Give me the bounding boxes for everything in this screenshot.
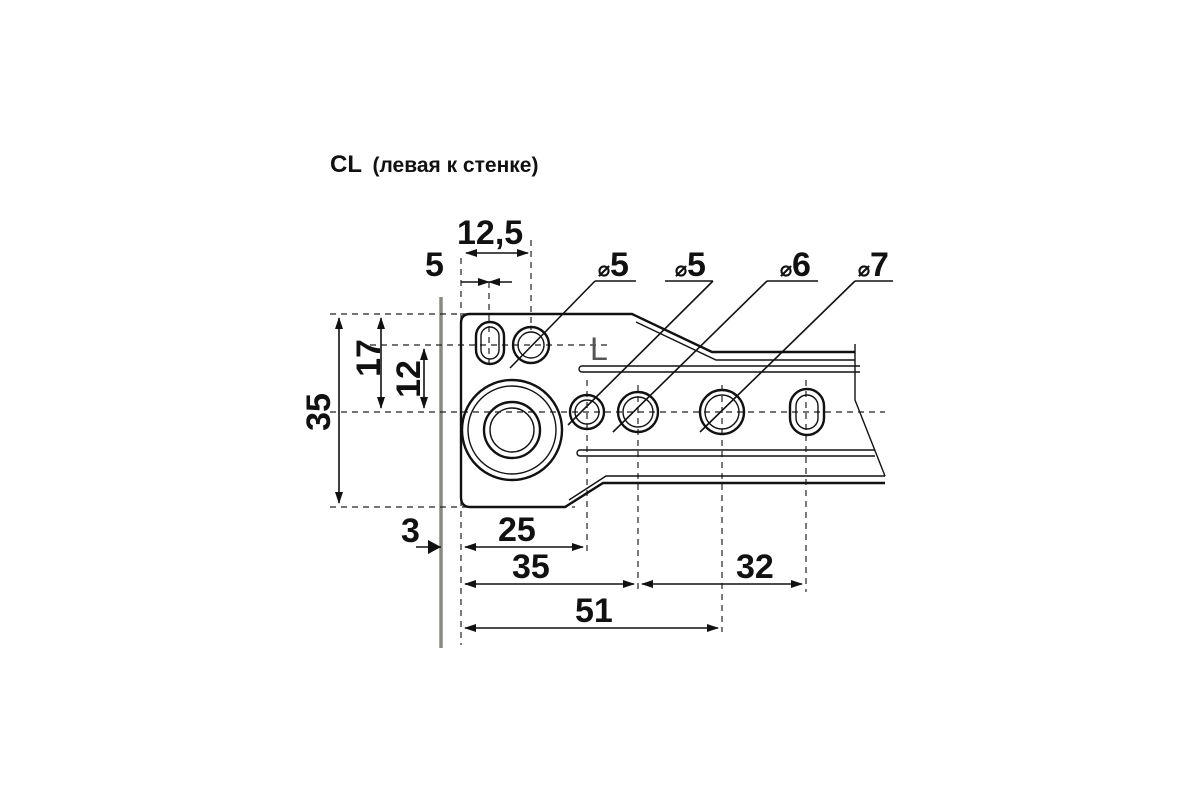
dim-3: 3 [401, 512, 420, 550]
dim-12: 12 [390, 360, 428, 398]
dim-17: 17 [350, 339, 388, 377]
title-code: CL [330, 151, 362, 178]
dim-5: 5 [425, 246, 444, 284]
diameter-leaders [509, 280, 893, 433]
dim-51: 51 [575, 592, 613, 630]
dim-35-horizontal: 35 [512, 548, 550, 586]
diameter-label-2: ⌀5 [675, 246, 706, 284]
title-text: (левая к стенке) [372, 154, 538, 177]
dim-35-vertical: 35 [300, 393, 338, 431]
drawing-title: CL (левая к стенке) [330, 151, 538, 178]
reference-lines [330, 240, 885, 645]
dim-25: 25 [498, 511, 536, 549]
diameter-label-3: ⌀6 [780, 246, 811, 284]
runner-part [459, 312, 886, 509]
diameter-label-1: ⌀5 [598, 246, 629, 284]
part-marking: L [590, 331, 608, 367]
dim-12-5: 12,5 [457, 214, 523, 252]
dim-32: 32 [736, 548, 774, 586]
diameter-label-4: ⌀7 [858, 246, 889, 284]
